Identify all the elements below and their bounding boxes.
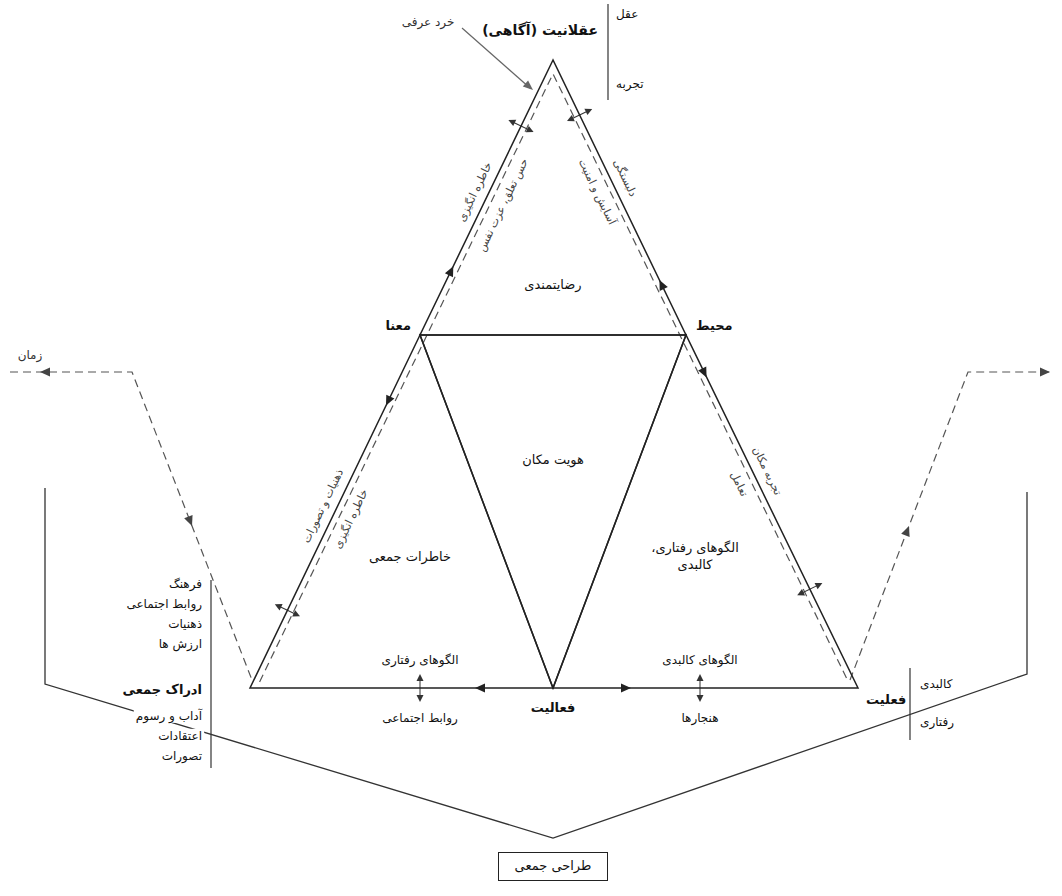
bracket-bar — [210, 580, 211, 768]
bracket-item: کالبدی — [918, 677, 954, 691]
arrow-head — [584, 106, 593, 115]
behavior-pattern-triangle: الگوهای رفتاری، کالبدی — [553, 335, 858, 688]
pattern-label: الگوهای کالبدی — [660, 653, 739, 667]
triangle-outline — [250, 335, 553, 688]
side-label: خاطره انگیزی — [330, 486, 372, 553]
satisfaction-triangle: رضایتمندی — [420, 60, 686, 335]
list-item: آداب و رسوم — [134, 709, 204, 723]
arrow-head — [292, 610, 301, 619]
vertex-label: عقلانیت (آگاهی) — [480, 22, 600, 39]
vertex-label: ادراک جمعی — [121, 682, 204, 698]
bracket-item: رفتاری — [918, 715, 956, 729]
triangle-outline — [420, 60, 686, 335]
bracket-item: تجربه — [614, 77, 645, 91]
node-title: خاطرات جمعی — [369, 549, 451, 566]
inner-dashed-outline — [260, 74, 849, 682]
arrow-head — [697, 674, 704, 681]
flow-arrow — [901, 524, 913, 537]
triangle-outline — [420, 60, 686, 335]
triangle-outline — [553, 335, 858, 688]
side-label: دلبستگی — [609, 155, 640, 200]
triangle-outline — [250, 335, 553, 688]
list-item: اعتقادات — [156, 729, 204, 743]
list-item: تصورات — [160, 749, 204, 763]
collective-memory-triangle: خاطرات جمعی — [250, 335, 553, 688]
flow-arrow — [40, 368, 50, 377]
design-box: طراحی جمعی — [498, 852, 609, 881]
place-identity-triangle: هویت مکان — [420, 335, 686, 688]
arrow-head — [523, 80, 536, 93]
node-title: طراحی جمعی — [515, 858, 592, 875]
arrow-head — [565, 115, 574, 124]
vertex-label: معنا — [383, 318, 413, 334]
list-item: روابط اجتماعی — [124, 597, 204, 611]
arrow-head — [417, 674, 424, 681]
triangle-outline — [553, 335, 858, 688]
arrow-head — [697, 695, 704, 702]
list-item: فرهنگ — [167, 577, 204, 591]
arrow-head — [507, 117, 516, 126]
side-label: تجربه مکان — [748, 442, 784, 498]
pattern-label: هنجارها — [679, 711, 720, 725]
arrow-head — [796, 589, 805, 598]
triangle-outline — [420, 335, 686, 688]
bracket-bar — [909, 668, 910, 740]
time-label: زمان — [16, 348, 45, 362]
list-item: ارزش ها — [157, 637, 204, 651]
time-dashed-line — [10, 372, 252, 680]
design-funnel-line — [45, 488, 1027, 838]
node-title: هویت مکان — [522, 452, 584, 469]
vertex-label: محیط — [694, 318, 735, 334]
pattern-label: الگوهای رفتاری — [379, 653, 460, 667]
pattern-label: روابط اجتماعی — [380, 711, 460, 725]
list-item: ذهنیات — [166, 617, 204, 631]
flow-arrow — [184, 515, 196, 528]
callout-label: خرد عرفی — [400, 15, 457, 29]
bracket-bar — [607, 4, 608, 100]
arrow-head — [273, 601, 282, 610]
node-title: الگوهای رفتاری، کالبدی — [633, 540, 758, 574]
node-title: رضایتمندی — [524, 277, 581, 294]
arrow-head — [526, 126, 535, 135]
triangle-outline — [420, 335, 686, 688]
flow-arrow — [1040, 368, 1050, 377]
bracket-item: عقل — [614, 7, 640, 21]
arrow-head — [815, 580, 824, 589]
arrow-head — [417, 695, 424, 702]
time-dashed-line — [850, 372, 1050, 680]
vertex-label: فعلیت — [864, 692, 908, 708]
vertex-label: فعالیت — [529, 700, 578, 716]
